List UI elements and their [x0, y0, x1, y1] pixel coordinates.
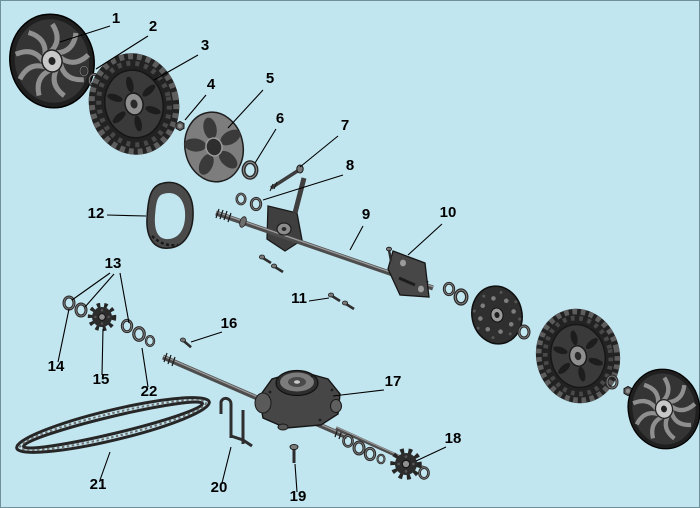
part-label-15: 15 — [93, 371, 110, 388]
mount-bolt — [289, 443, 299, 463]
leader-line-13 — [71, 272, 111, 301]
leader-line-21 — [99, 451, 111, 481]
leader-line-14 — [57, 308, 70, 363]
part-label-21: 21 — [90, 476, 107, 493]
shoulder-bolt — [269, 164, 304, 192]
leader-line-19 — [294, 463, 298, 493]
leader-line-16 — [190, 331, 223, 343]
leader-line-2 — [95, 35, 149, 70]
part-label-22: 22 — [141, 383, 158, 400]
part-label-9: 9 — [362, 206, 370, 223]
leader-line-13 — [84, 273, 115, 308]
leader-line-4 — [184, 94, 207, 121]
part-label-10: 10 — [440, 204, 457, 221]
part-label-16: 16 — [221, 315, 238, 332]
leader-line-13 — [119, 272, 130, 324]
leader-line-17 — [332, 389, 385, 397]
leader-line-20 — [221, 446, 232, 484]
transmission — [254, 369, 342, 431]
leader-line-18 — [415, 446, 447, 462]
part-label-18: 18 — [445, 430, 462, 447]
leader-line-10 — [407, 223, 443, 256]
leader-line-3 — [153, 54, 199, 81]
part-label-19: 19 — [290, 488, 307, 505]
part-label-14: 14 — [48, 358, 65, 375]
part-label-13: 13 — [105, 255, 122, 272]
part-label-17: 17 — [385, 373, 402, 390]
part-label-11: 11 — [291, 290, 307, 307]
leader-line-7 — [299, 135, 339, 168]
adjuster-rod — [219, 396, 253, 448]
mounting-bracket — [385, 246, 430, 298]
part-label-4: 4 — [207, 76, 216, 93]
leader-line-9 — [349, 225, 364, 251]
leader-lines — [57, 25, 447, 493]
belt-guard — [146, 181, 194, 249]
part-label-3: 3 — [201, 37, 209, 54]
part-label-6: 6 — [276, 110, 284, 127]
part-label-7: 7 — [341, 117, 349, 134]
part-label-12: 12 — [88, 205, 105, 222]
leader-line-5 — [227, 89, 264, 129]
drive-belt — [15, 396, 211, 454]
part-label-5: 5 — [266, 70, 274, 87]
leader-line-8 — [262, 174, 344, 201]
bracket-boss-center — [281, 227, 287, 231]
leader-line-6 — [254, 128, 277, 164]
part-label-8: 8 — [346, 157, 354, 174]
part-labels: 1 2 3 4 5 6 7 8 9 10 11 12 13 14 15 16 1… — [48, 10, 462, 505]
wheel-bolt — [175, 120, 185, 132]
leader-line-22 — [141, 347, 149, 388]
part-label-2: 2 — [149, 18, 157, 35]
part-label-1: 1 — [112, 10, 120, 27]
leader-line-1 — [59, 25, 111, 43]
leader-line-12 — [106, 214, 147, 217]
leader-line-15 — [101, 328, 104, 376]
leader-line-11 — [308, 297, 330, 302]
part-label-20: 20 — [211, 479, 228, 496]
